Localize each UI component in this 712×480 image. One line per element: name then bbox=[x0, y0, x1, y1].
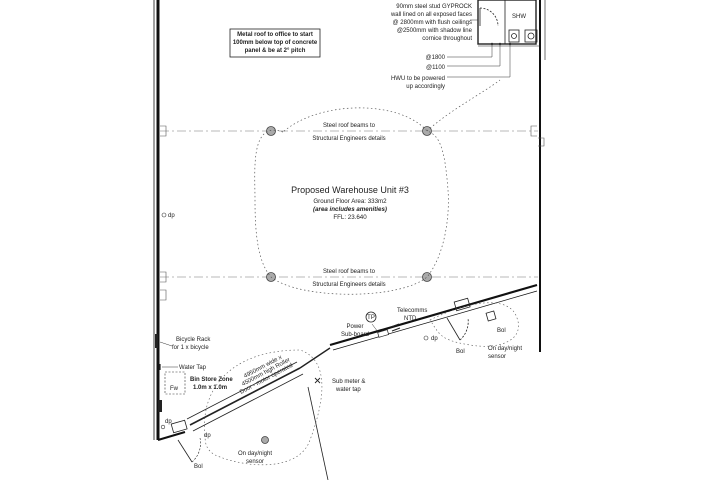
office-leaders bbox=[447, 19, 511, 78]
sub-meter-note-2: water tap bbox=[335, 387, 361, 393]
beams-bottom-note-2: Structural Engineers details bbox=[312, 282, 385, 288]
tp-marker-label: TP bbox=[367, 315, 375, 321]
sensor-bottom-note-2: sensor bbox=[246, 459, 264, 465]
power-note-1: Power bbox=[346, 324, 363, 330]
bottom-door-swing bbox=[191, 437, 201, 463]
bottom-left-meter-box bbox=[170, 419, 188, 434]
right-entry bbox=[429, 297, 519, 347]
bottom-door-leaf bbox=[177, 439, 193, 463]
amenities-door-swing bbox=[479, 7, 499, 27]
walls bbox=[153, 0, 546, 441]
downpipe-bottom-left-icon bbox=[160, 424, 166, 430]
height-1100-note: @1100 bbox=[426, 65, 446, 71]
right-meter-box bbox=[453, 297, 471, 312]
sensor-bottom-note-1: On day/night bbox=[238, 451, 272, 457]
roller-door-track-outer bbox=[189, 367, 301, 426]
roller-door bbox=[186, 347, 331, 432]
column-front bbox=[261, 436, 269, 444]
front-wall-left bbox=[157, 431, 186, 441]
room-amenities: (area includes amenities) bbox=[313, 206, 387, 213]
gyprock-note-2: wall lined on all exposed faces bbox=[390, 12, 472, 18]
metal-roof-note-3: panel & be at 2° pitch bbox=[245, 48, 306, 54]
water-tap-note: Water Tap bbox=[179, 365, 207, 371]
sensor-right-note-2: sensor bbox=[488, 354, 506, 360]
height-1800-note: @1800 bbox=[426, 55, 446, 61]
room-area: Ground Floor Area: 333m2 bbox=[313, 198, 387, 205]
hwu-note-1: HWU to be powered bbox=[391, 76, 445, 82]
column-top-left bbox=[266, 126, 276, 136]
right-bollard-icon bbox=[485, 310, 497, 322]
bicycle-note-1: Bicycle Rack bbox=[176, 337, 211, 343]
downpipe-bottom-label: dp bbox=[204, 433, 211, 439]
power-leader bbox=[371, 323, 379, 333]
gridlines bbox=[160, 130, 538, 278]
bicycle-rack-icon bbox=[155, 334, 158, 348]
metal-roof-note-box bbox=[229, 28, 321, 58]
beams-top-note-1: Steel roof beams to bbox=[323, 123, 376, 129]
basin-bowl bbox=[511, 33, 517, 39]
gyprock-note-1: 90mm steel stud GYPROCK bbox=[396, 4, 472, 10]
fw-marker: Fw bbox=[170, 386, 179, 392]
power-note-2: Sub-board bbox=[341, 332, 369, 338]
downpipe-left-label: dp bbox=[168, 213, 175, 219]
roller-door-track-inner bbox=[186, 361, 298, 420]
sub-meter-note-1: Sub meter & bbox=[332, 379, 365, 385]
right-light-boundary bbox=[429, 302, 519, 347]
grid-end-markers bbox=[160, 125, 545, 301]
bicycle-note-2: for 1 x bicycle bbox=[172, 345, 209, 351]
front-wall-right-inner bbox=[332, 290, 538, 351]
light-coverage-boundary bbox=[254, 107, 449, 295]
downpipe-right-icon bbox=[423, 335, 429, 341]
room-title: Proposed Warehouse Unit #3 bbox=[291, 185, 409, 195]
amenities-room bbox=[477, 0, 537, 45]
downpipe-left-icon bbox=[161, 212, 167, 218]
bicycle-leader bbox=[159, 341, 173, 347]
room-ffl: FFL: 23.640 bbox=[333, 214, 367, 221]
gyprock-note-4: @2500mm with shadow line bbox=[397, 28, 473, 34]
column-bottom-right bbox=[422, 272, 432, 282]
front-wall-mid bbox=[299, 347, 331, 369]
metal-roof-note-1: Metal roof to office to start bbox=[237, 32, 313, 38]
gyprock-note-3: @ 2800mm with flush ceilings bbox=[393, 20, 472, 26]
leader-arrows bbox=[490, 42, 512, 46]
bin-store-note-1: Bin Store Zone bbox=[190, 377, 233, 383]
tp-marker-icon bbox=[365, 311, 377, 323]
bollard-bottom-label: Bol bbox=[194, 464, 203, 470]
sensor-right-note-1: On day/night bbox=[488, 346, 522, 352]
bollard-right-a-label: Bol bbox=[456, 349, 465, 355]
right-door-leaf bbox=[446, 317, 461, 341]
beams-top-note-2: Structural Engineers details bbox=[312, 136, 385, 142]
telecomms-ntd-icon bbox=[390, 323, 401, 332]
gyprock-note-5: cornice throughout bbox=[422, 36, 472, 42]
bollard-right-b-label: Bol bbox=[497, 328, 506, 334]
roller-door-track-edge bbox=[192, 373, 304, 432]
front-wall-right bbox=[329, 283, 538, 347]
basin bbox=[508, 29, 520, 43]
metal-roof-note-2: 100mm below top of concrete bbox=[233, 40, 318, 46]
hwu-note-2: up accordingly bbox=[406, 84, 445, 90]
left-post-icon bbox=[158, 400, 162, 412]
office-amenities bbox=[477, 0, 540, 47]
telecomms-note-1: Telecomms bbox=[397, 308, 427, 314]
downpipe-right-label: dp bbox=[431, 336, 438, 342]
sub-meter-icon bbox=[314, 377, 321, 384]
hwu-unit bbox=[524, 29, 538, 43]
shw-marker: SHW bbox=[512, 14, 526, 20]
bin-store-note-2: 1.0m x 1.0m bbox=[193, 385, 227, 391]
telecomms-note-2: NTD bbox=[404, 316, 417, 322]
beams-bottom-note-1: Steel roof beams to bbox=[323, 269, 376, 275]
downpipe-bottom-left-label: dp bbox=[165, 419, 172, 425]
driveway-edge bbox=[307, 386, 329, 480]
right-door-swing bbox=[459, 317, 469, 341]
hwu-tank bbox=[527, 32, 535, 40]
power-subboard-icon bbox=[377, 329, 390, 338]
light-link-office bbox=[426, 79, 501, 132]
